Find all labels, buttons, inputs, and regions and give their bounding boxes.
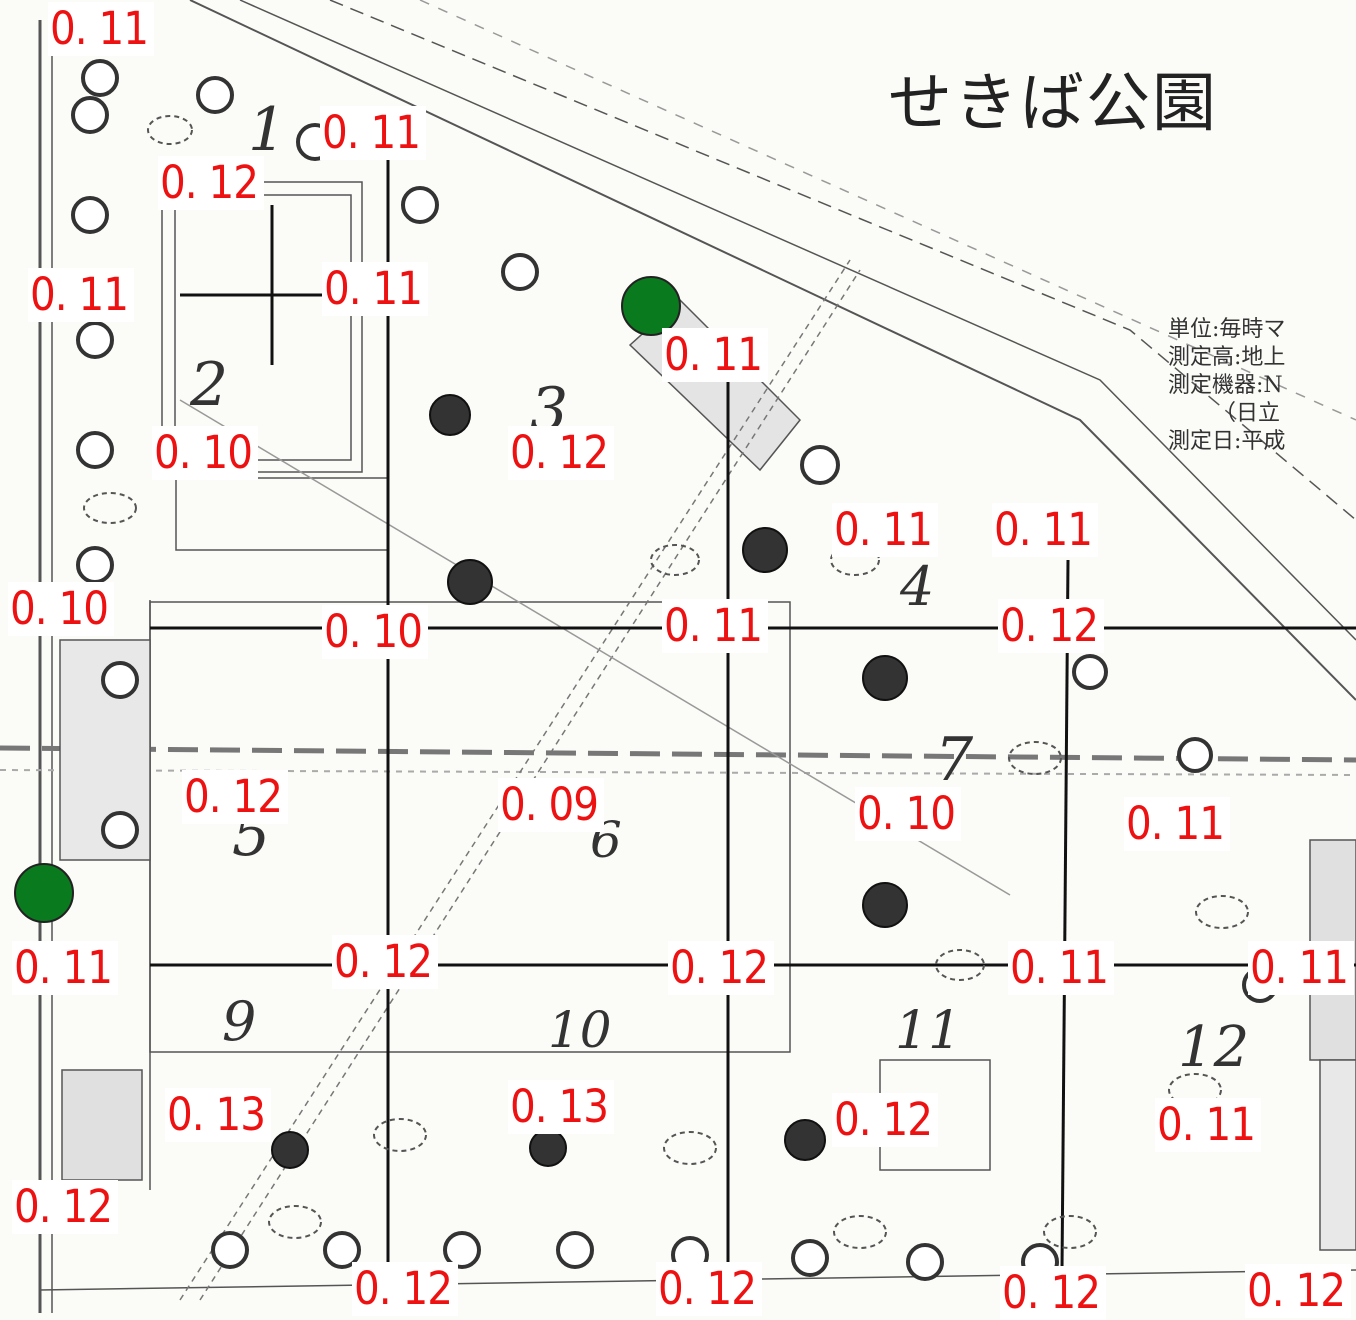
plot-number: 11: [895, 1001, 962, 1061]
measurement-label: 0. 13: [508, 1080, 614, 1134]
measurement-label: 0. 12: [332, 935, 438, 989]
legend-unit: 単位:毎時マ: [1168, 317, 1286, 342]
measurement-label: 0. 10: [152, 426, 258, 480]
measurement-label: 0. 13: [165, 1088, 271, 1142]
legend-height: 測定高:地上: [1168, 345, 1286, 370]
measurement-label: 0. 11: [322, 262, 428, 316]
measurement-label: 0. 11: [320, 106, 426, 160]
measurement-label: 0. 11: [832, 503, 938, 557]
legend-device: 測定機器:N: [1168, 373, 1283, 398]
plot-number: 12: [1178, 1015, 1250, 1080]
measurement-label: 0. 10: [855, 787, 961, 841]
measurement-label: 0. 12: [998, 599, 1104, 653]
measurement-label: 0. 12: [656, 1262, 762, 1316]
measurement-legend: 単位:毎時マ 測定高:地上 測定機器:N （日立 測定日:平成: [1168, 316, 1356, 456]
measurement-label: 0. 10: [322, 605, 428, 659]
measurement-label: 0. 12: [182, 770, 288, 824]
measurement-label: 0. 11: [662, 599, 768, 653]
measurement-label: 0. 12: [1000, 1266, 1106, 1320]
plot-number: 9: [222, 990, 257, 1053]
hotspot-marker: [621, 276, 681, 336]
bench-symbols: [83, 115, 1249, 1249]
measurement-label: 0. 11: [48, 2, 154, 56]
measurement-label: 0. 11: [1248, 941, 1354, 995]
measurement-label: 0. 12: [352, 1262, 458, 1316]
legend-device-sub: （日立: [1214, 401, 1281, 426]
measurement-label: 0. 11: [1155, 1098, 1261, 1152]
plot-number: 1: [248, 95, 287, 165]
hotspot-marker: [14, 863, 74, 923]
plot-number: 2: [190, 350, 229, 420]
measurement-label: 0. 11: [992, 503, 1098, 557]
measurement-label: 0. 09: [498, 778, 604, 832]
measurement-label: 0. 12: [1245, 1264, 1351, 1318]
measurement-label: 0. 12: [832, 1093, 938, 1147]
plot-number: 10: [548, 1001, 612, 1059]
measurement-label: 0. 11: [1008, 941, 1114, 995]
measurement-label: 0. 11: [662, 328, 768, 382]
measurement-label: 0. 11: [28, 268, 134, 322]
measurement-label: 0. 11: [12, 941, 118, 995]
legend-date: 測定日:平成: [1168, 429, 1286, 454]
plot-number: 7: [935, 725, 974, 795]
measurement-label: 0. 11: [1124, 797, 1230, 851]
measurement-label: 0. 12: [12, 1180, 118, 1234]
dark-tree-symbols: [271, 394, 908, 1169]
measurement-label: 0. 10: [8, 582, 114, 636]
measurement-label: 0. 12: [508, 426, 614, 480]
measurement-label: 0. 12: [158, 156, 264, 210]
plot-number: 4: [900, 555, 935, 618]
measurement-label: 0. 12: [668, 941, 774, 995]
map-title: せきば公園: [888, 67, 1218, 141]
